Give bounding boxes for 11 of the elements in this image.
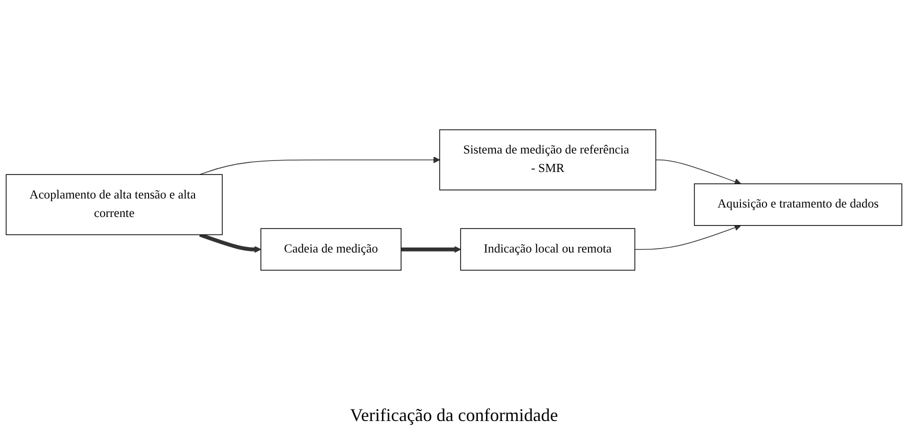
node-box: Indicação local ou remota [460,228,636,271]
arrow [199,232,262,253]
node-box: Acoplamento de alta tensão e alta corrente [6,174,223,236]
arrow [634,224,742,250]
node-box: Aquisição e tratamento de dados [694,183,902,226]
arrow [655,159,742,185]
arrow [199,156,440,175]
node-box: Cadeia de medição [260,228,402,271]
arrow [401,246,461,253]
node-box: Sistema de medição de referência - SMR [439,129,656,190]
note-text: Verificação da conformidade [350,405,558,425]
